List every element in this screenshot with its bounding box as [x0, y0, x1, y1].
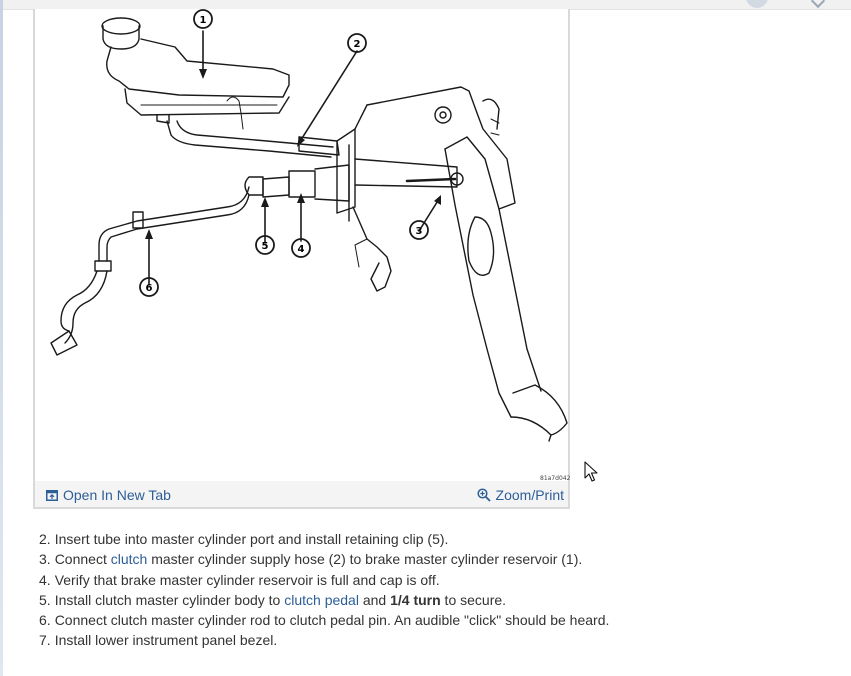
pedal-bracket-drawing [352, 86, 516, 292]
step-text: Verify that brake master cylinder reserv… [54, 571, 440, 588]
open-in-new-tab-label: Open In New Tab [63, 487, 171, 503]
step-text: Connect [54, 551, 111, 568]
magnifier-plus-icon [476, 488, 491, 502]
mouse-pointer-icon [584, 461, 598, 482]
procedure-steps-list: 2.Insert tube into master cylinder port … [39, 529, 609, 651]
step-number: 4. [39, 571, 51, 588]
open-new-tab-icon [46, 489, 58, 501]
step-number: 6. [39, 612, 51, 629]
figure-footer: Open In New Tab Zoom/Print [35, 481, 568, 507]
callout-3: 3 [416, 226, 423, 237]
account-icon[interactable] [746, 0, 768, 8]
step-number: 5. [39, 591, 51, 608]
callout-5: 5 [262, 241, 269, 252]
procedure-step: 3.Connect clutch master cylinder supply … [39, 549, 609, 569]
feed-tube-drawing [50, 186, 250, 356]
step-text: Connect clutch master cylinder rod to cl… [54, 612, 610, 629]
step-number: 3. [39, 551, 51, 568]
emphasis-text: 1/4 turn [390, 591, 441, 608]
clutch-pedal-drawing [444, 136, 568, 442]
step-text: Install lower instrument panel bezel. [54, 632, 278, 649]
clutch-master-cylinder-diagram: 1 2 3 4 5 6 [50, 9, 568, 442]
glossary-link[interactable]: clutch pedal [284, 591, 359, 608]
open-in-new-tab-link[interactable]: Open In New Tab [46, 487, 171, 503]
step-text: master cylinder supply hose (2) to brake… [147, 551, 583, 568]
step-text: to secure. [440, 591, 507, 608]
procedure-step: 7.Install lower instrument panel bezel. [39, 630, 609, 650]
figure-card: 1 2 3 4 5 6 81a7d042 Open In New Tab Zoo… [33, 9, 570, 509]
left-edge-panel [0, 0, 3, 676]
procedure-step: 2.Insert tube into master cylinder port … [39, 529, 609, 549]
reservoir-drawing [101, 17, 334, 158]
master-cylinder-drawing [244, 128, 464, 222]
step-text: Insert tube into master cylinder port an… [54, 531, 449, 547]
step-text: and [358, 591, 391, 608]
procedure-step: 4.Verify that brake master cylinder rese… [39, 570, 609, 590]
callout-2: 2 [354, 39, 361, 50]
callout-1: 1 [200, 15, 207, 26]
procedure-step: 6.Connect clutch master cylinder rod to … [39, 610, 609, 630]
zoom-print-link[interactable]: Zoom/Print [476, 487, 564, 503]
step-text: Install clutch master cylinder body to [54, 591, 285, 608]
step-number: 7. [39, 632, 51, 649]
figure-code: 81a7d042 [540, 475, 571, 482]
step-number: 2. [39, 531, 51, 547]
zoom-print-label: Zoom/Print [495, 487, 564, 503]
callout-4: 4 [298, 244, 305, 255]
callout-6: 6 [146, 283, 153, 294]
chevron-down-icon[interactable] [810, 0, 826, 9]
procedure-step: 5.Install clutch master cylinder body to… [39, 590, 609, 610]
glossary-link[interactable]: clutch [110, 551, 148, 568]
callout-leaders [148, 30, 440, 286]
